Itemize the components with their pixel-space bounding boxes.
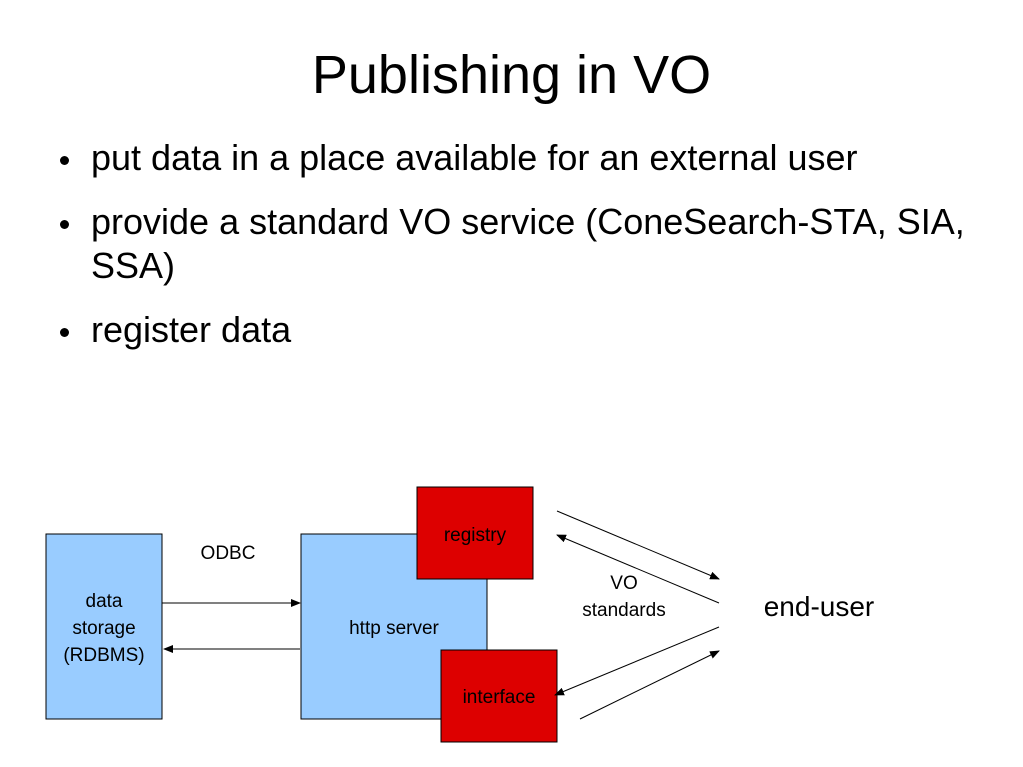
arrow-user-to-registry [556,534,720,604]
arrow-registry-to-user [556,510,720,580]
end-user-label: end-user [764,591,875,622]
data-storage-label-line: storage [72,618,135,639]
vo-standards-label-line: VO [610,573,637,594]
registry-box [416,486,534,580]
bullet-dot-icon [60,328,69,337]
odbc-label: ODBC [201,543,256,564]
vo-standards-label-line: standards [582,600,665,621]
bullet-text: provide a standard VO service (ConeSearc… [91,201,965,286]
interface-box [440,649,558,743]
data-storage-node: data storage (RDBMS) [45,533,163,720]
http-server-label: http server [349,618,439,639]
bullet-text: put data in a place available for an ext… [91,137,858,178]
bullet-dot-icon [60,220,69,229]
bullet-item: put data in a place available for an ext… [58,136,988,180]
registry-label: registry [444,525,507,546]
bullet-item: register data [58,308,988,352]
data-storage-label-line: (RDBMS) [63,645,144,666]
interface-node: interface [440,649,558,743]
arrow-user-to-interface [554,626,720,696]
bullet-text: register data [91,309,292,350]
data-storage-box [45,533,163,720]
bullet-item: provide a standard VO service (ConeSearc… [58,200,988,288]
registry-node: registry [416,486,534,580]
data-storage-label-line: data [86,591,123,612]
interface-label: interface [463,687,536,708]
slide-title: Publishing in VO [311,45,712,105]
bullet-dot-icon [60,156,69,165]
arrow-interface-to-user [579,650,720,720]
bullet-list: put data in a place available for an ext… [58,136,988,372]
